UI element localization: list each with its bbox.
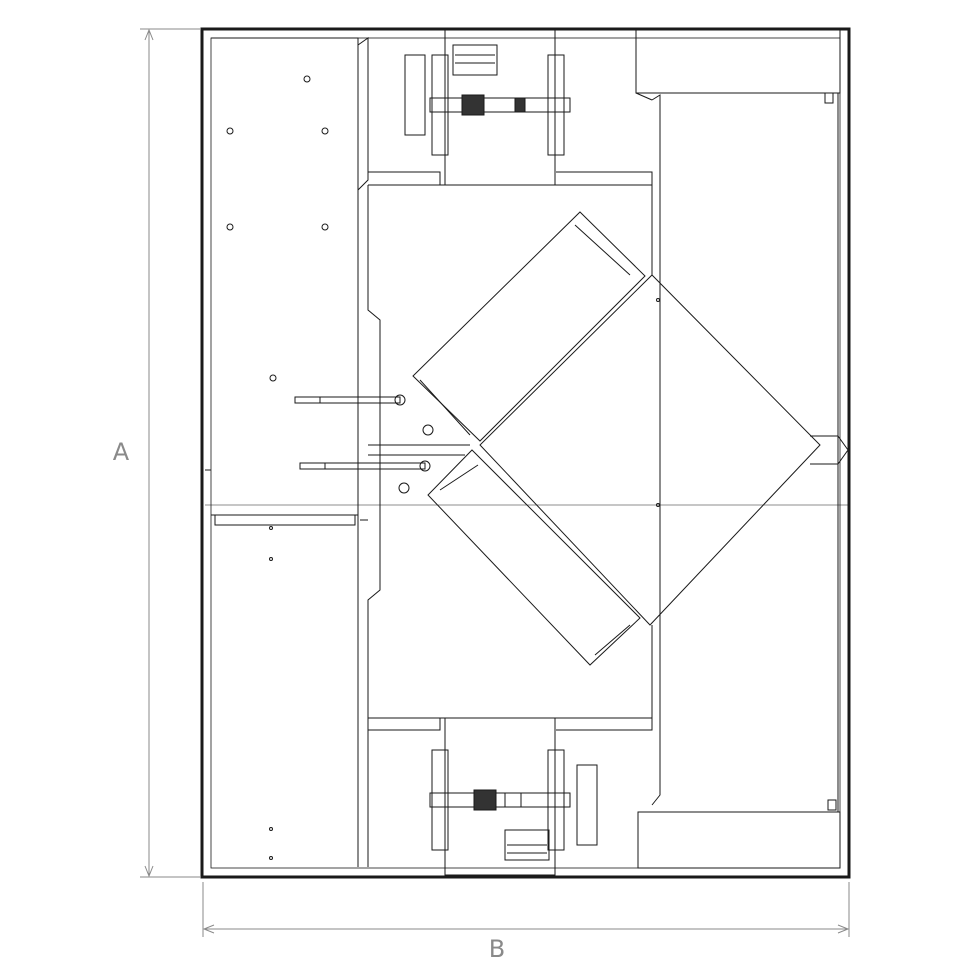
- dimension-a: [140, 28, 200, 878]
- pipes: [294, 394, 470, 494]
- right-top-box: [635, 29, 841, 94]
- heat-exchanger-screw: [656, 503, 660, 507]
- right-bottom-box: [637, 811, 841, 869]
- inner-casing: [210, 37, 841, 869]
- bottom-fan-assembly: [429, 717, 598, 876]
- bracket: [824, 92, 834, 104]
- heat-exchanger: [479, 274, 821, 626]
- dimension-b-label: B: [489, 935, 505, 963]
- top-fan-assembly: [404, 29, 571, 186]
- dimension-a-label: A: [113, 438, 130, 466]
- outer-casing: [200, 27, 851, 879]
- upper-coil: [412, 211, 646, 442]
- central-divider: [357, 37, 381, 867]
- right-bracket: [810, 435, 849, 465]
- bracket: [827, 799, 837, 811]
- lower-coil: [427, 449, 641, 666]
- panel-screws: [226, 75, 329, 860]
- left-panel-lower: [211, 514, 359, 867]
- left-panel-upper: [205, 37, 850, 516]
- dimension-b: [202, 882, 850, 937]
- central-compartment: [368, 92, 839, 812]
